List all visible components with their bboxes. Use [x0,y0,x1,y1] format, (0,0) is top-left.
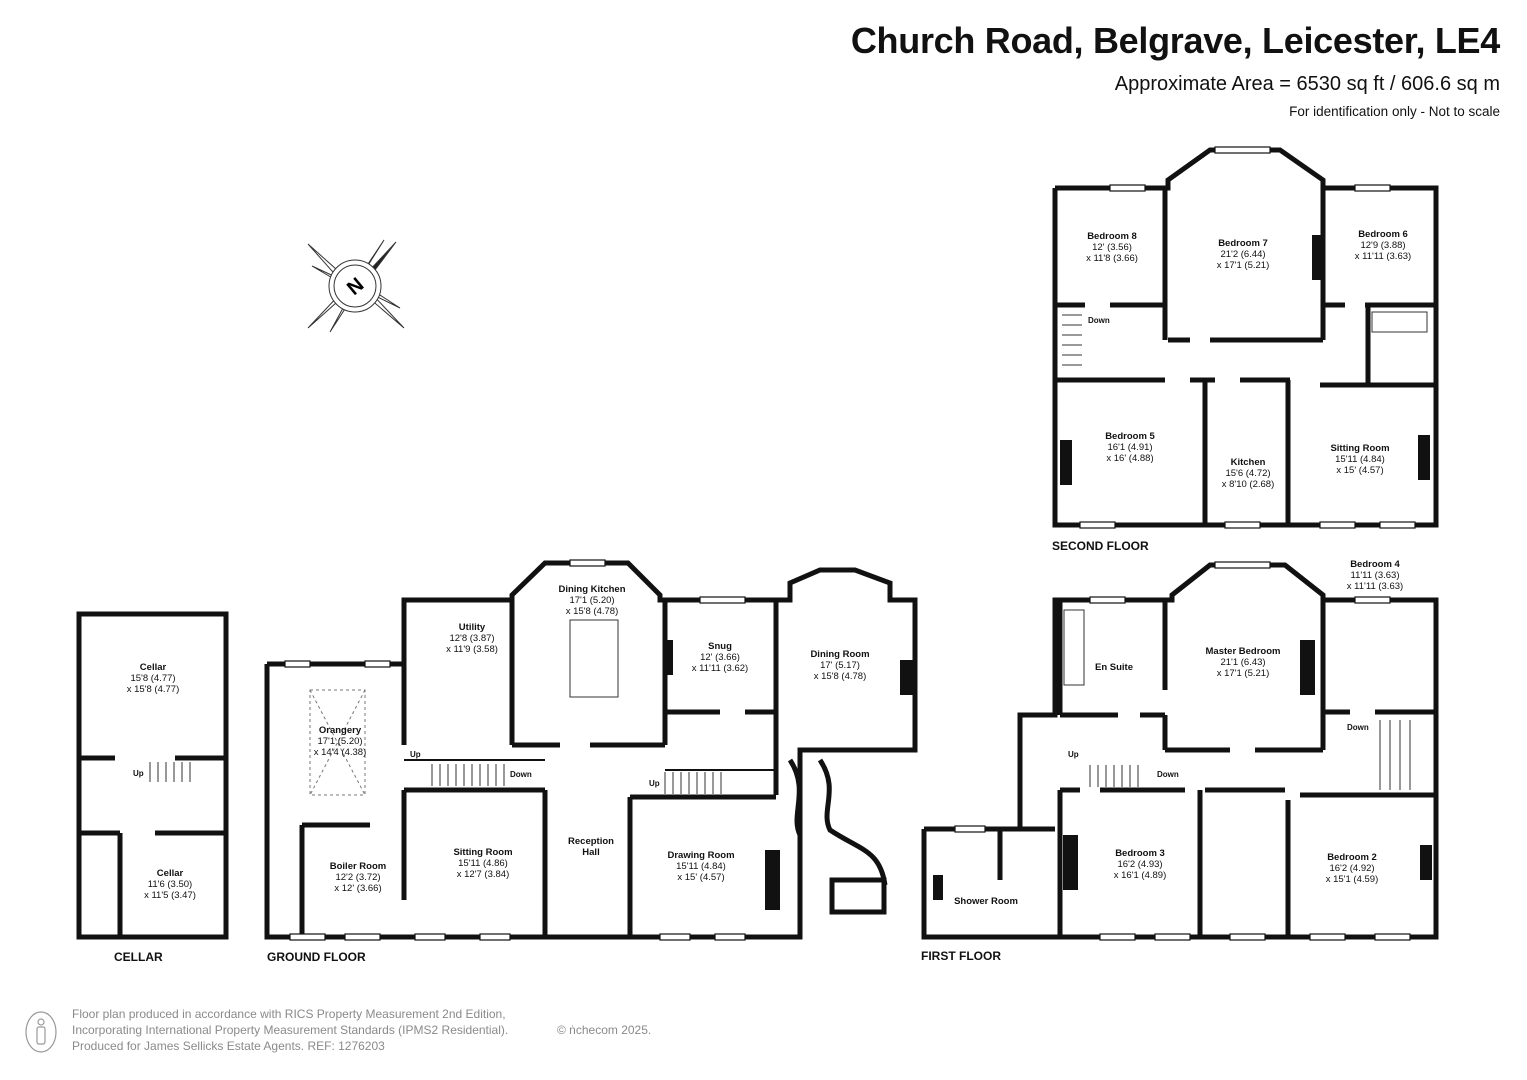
footer-line-1: Floor plan produced in accordance with R… [72,1007,506,1021]
ground-stair-down: Down [510,770,532,779]
identification-note: For identification only - Not to scale [1289,104,1500,119]
footer-notes: Floor plan produced in accordance with R… [72,1006,651,1054]
ground-stair-up-orangery: Up [410,750,421,759]
room-en-suite: En Suite [1094,662,1133,673]
first-stair-down: Down [1157,770,1179,779]
approximate-area: Approximate Area = 6530 sq ft / 606.6 sq… [1114,73,1500,95]
first-stair-up: Up [1068,750,1079,759]
room-shower-room: Shower Room [954,896,1018,907]
floor-label-first: FIRST FLOOR [921,949,1001,963]
ground-stair-up-hall: Up [649,779,660,788]
person-info-icon [25,1011,57,1053]
north-compass-icon: N [307,239,405,333]
floor-label-cellar: CELLAR [114,950,163,964]
floor-label-ground: GROUND FLOOR [267,950,366,964]
footer-line-3: Produced for James Sellicks Estate Agent… [72,1039,385,1053]
footer-line-2: Incorporating International Property Mea… [72,1023,509,1037]
floor-label-second: SECOND FLOOR [1052,539,1149,553]
first-stair-down-right: Down [1347,723,1369,732]
footer-brand: © ṅchecom 2025. [557,1023,652,1037]
page-title: Church Road, Belgrave, Leicester, LE4 [850,20,1500,61]
second-stair-down: Down [1088,316,1110,325]
cellar-stair-up: Up [133,769,144,778]
